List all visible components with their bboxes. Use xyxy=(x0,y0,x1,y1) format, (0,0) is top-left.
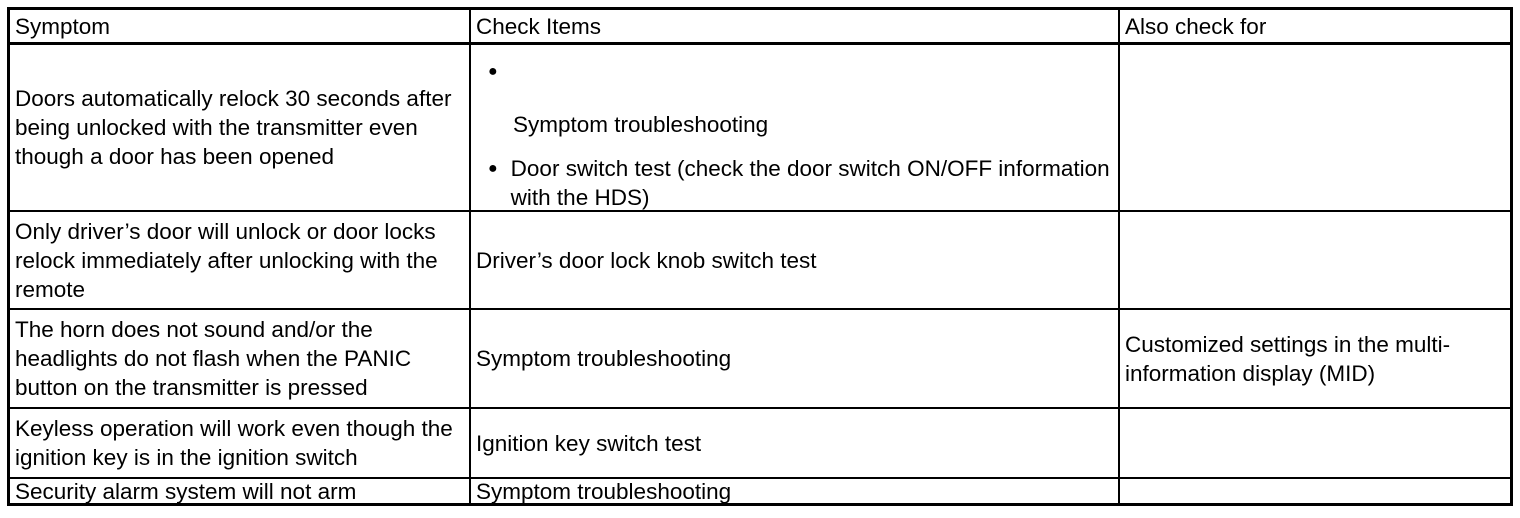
symptom-text: Security alarm system will not arm xyxy=(15,479,357,503)
symptom-text: Only driver’s door will unlock or door l… xyxy=(15,218,438,302)
check-item-text: Symptom troubleshooting xyxy=(476,479,732,503)
troubleshooting-table: Symptom Check Items Also check for Doors… xyxy=(7,7,1513,506)
cell-symptom-row-5: Security alarm system will not arm xyxy=(10,479,471,503)
bullet-icon: ● xyxy=(488,160,498,177)
cell-symptom-row-1: Doors automatically relock 30 seconds af… xyxy=(10,45,471,212)
check-item-text: Ignition key switch test xyxy=(476,430,702,456)
cell-symptom-row-2: Only driver’s door will unlock or door l… xyxy=(10,212,471,310)
cell-also-check-row-2 xyxy=(1120,212,1510,310)
check-item: ● Symptom troubleshooting xyxy=(488,57,1113,139)
also-check-text: Customized settings in the multi-informa… xyxy=(1125,331,1451,386)
column-header-label: Also check for xyxy=(1125,14,1267,39)
cell-also-check-row-4 xyxy=(1120,409,1510,479)
cell-check-items-row-4: Ignition key switch test xyxy=(471,409,1120,479)
column-header-label: Check Items xyxy=(476,14,602,39)
cell-check-items-row-2: Driver’s door lock knob switch test xyxy=(471,212,1120,310)
cell-symptom-row-4: Keyless operation will work even though … xyxy=(10,409,471,479)
cell-check-items-row-3: Symptom troubleshooting xyxy=(471,310,1120,409)
cell-symptom-row-3: The horn does not sound and/or the headl… xyxy=(10,310,471,409)
check-item-text: Door switch test (check the door switch … xyxy=(510,156,1110,210)
symptom-text: Doors automatically relock 30 seconds af… xyxy=(15,86,452,169)
check-item-text: Symptom troubleshooting xyxy=(513,112,769,137)
symptom-text: Keyless operation will work even though … xyxy=(15,416,453,470)
cell-also-check-row-1 xyxy=(1120,45,1510,212)
bullet-icon: ● xyxy=(488,63,498,80)
column-header-label: Symptom xyxy=(15,14,111,39)
header-cell-symptom: Symptom xyxy=(10,10,471,45)
header-cell-also-check-for: Also check for xyxy=(1120,10,1510,45)
cell-also-check-row-3: Customized settings in the multi-informa… xyxy=(1120,310,1510,409)
cell-check-items-row-5: Symptom troubleshooting xyxy=(471,479,1120,503)
check-item-text: Symptom troubleshooting xyxy=(476,346,732,371)
check-item: ● Door switch test (check the door switc… xyxy=(488,154,1113,210)
header-cell-check-items: Check Items xyxy=(471,10,1120,45)
symptom-text: The horn does not sound and/or the headl… xyxy=(15,317,412,400)
cell-check-items-row-1: ● Symptom troubleshooting ● Door switch … xyxy=(471,45,1120,212)
cell-also-check-row-5 xyxy=(1120,479,1510,503)
check-items-bullet-list: ● Symptom troubleshooting ● Door switch … xyxy=(488,57,1113,210)
check-item-text: Driver’s door lock knob switch test xyxy=(476,247,817,273)
